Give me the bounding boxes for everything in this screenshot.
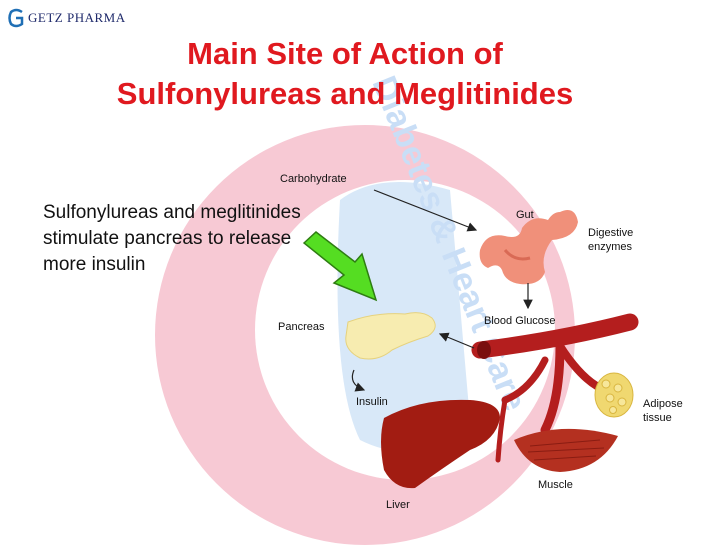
logo-text: GETZ PHARMA: [28, 10, 126, 25]
gut-illustration: [479, 209, 578, 285]
blood-vessel-network: [471, 313, 639, 463]
label-adipose-tissue: Adipose tissue: [643, 397, 683, 425]
vessel-end: [477, 341, 491, 359]
body-text: Sulfonylureas and meglitinides stimulate…: [43, 202, 301, 275]
label-adipose-line1: Adipose: [643, 398, 683, 410]
label-muscle: Muscle: [538, 479, 573, 491]
getz-logo-icon: [8, 8, 24, 28]
title-line-1: Main Site of Action of: [187, 36, 503, 71]
insulin-arrow: [351, 369, 366, 392]
label-adipose-line2: tissue: [643, 412, 672, 424]
label-digestive-line1: Digestive: [588, 227, 634, 239]
company-logo: GETZ PHARMA: [8, 8, 126, 28]
pancreas-illustration: [345, 312, 436, 360]
label-digestive-enzymes: Digestive enzymes: [588, 226, 633, 254]
carbohydrate-arrow: [373, 189, 478, 232]
label-liver: Liver: [386, 499, 410, 511]
muscle-illustration: [514, 428, 618, 472]
liver-illustration: [381, 399, 500, 489]
label-gut: Gut: [516, 209, 534, 221]
label-pancreas: Pancreas: [278, 321, 325, 333]
drug-action-arrow: [302, 231, 378, 302]
slide-title: Main Site of Action of Sulfonylureas and…: [0, 34, 690, 114]
label-blood-glucose: Blood Glucose: [484, 315, 556, 327]
glucose-to-pancreas-arrow: [438, 332, 475, 349]
label-carbohydrate: Carbohydrate: [280, 173, 347, 185]
adipose-illustration: [594, 372, 634, 418]
label-digestive-line2: enzymes: [588, 241, 633, 253]
label-insulin: Insulin: [356, 396, 388, 408]
title-line-2: Sulfonylureas and Meglitinides: [116, 76, 574, 111]
